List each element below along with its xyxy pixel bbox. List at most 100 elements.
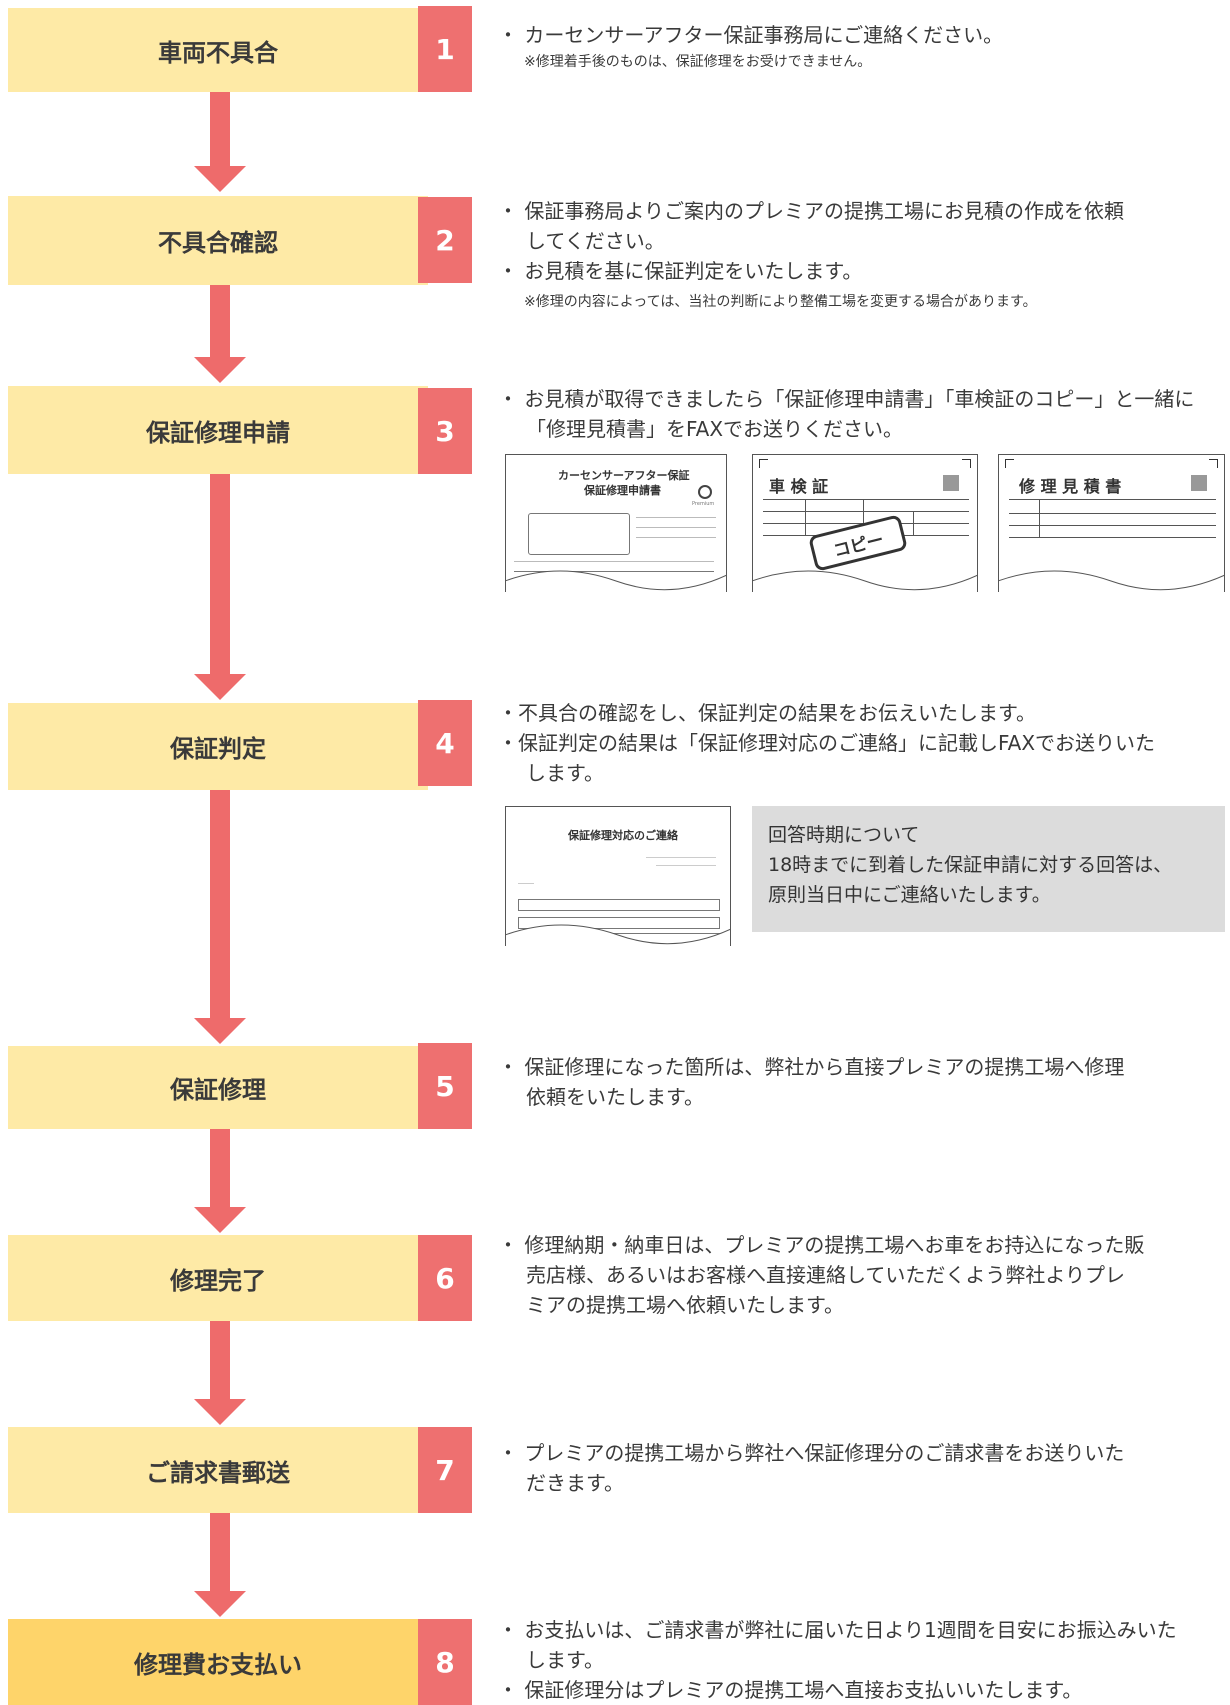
table-line: [763, 511, 969, 512]
table-line: [1009, 499, 1216, 500]
step-3-description: ・ お見積が取得できましたら「保証修理申請書」「車検証のコピー」と一緒に 「修理…: [498, 384, 1228, 444]
reply-timing-line: 原則当日中にご連絡いたします。: [768, 884, 1051, 906]
description-line: します。: [526, 1648, 604, 1672]
flow-connector-4: [210, 790, 230, 1020]
step-label: 車両不具合: [158, 38, 278, 67]
repair-estimate-thumbnail: 修 理 見 積 書: [998, 454, 1225, 592]
application-form-title-1: カーセンサーアフター保証: [558, 469, 690, 482]
table-line: [1009, 537, 1216, 538]
table-line: [1039, 499, 1040, 537]
step-number-6: 6: [418, 1235, 472, 1321]
flow-connector-1: [210, 92, 230, 168]
vehicle-inspection-copy-thumbnail: 車 検 証 コピー: [752, 454, 978, 592]
description-line: だきます。: [526, 1471, 624, 1495]
description-line: ・ 保証事務局よりご案内のプレミアの提携工場にお見積の作成を依頼: [498, 199, 1124, 223]
torn-edge: [506, 924, 730, 946]
step-box-5: 保証修理: [8, 1046, 428, 1129]
table-line: [1009, 525, 1216, 526]
step-label: 保証判定: [170, 735, 266, 763]
brand-mark: Premium: [692, 501, 715, 507]
gray-square: [943, 475, 959, 491]
table-line: [913, 511, 914, 535]
flow-arrow-7: [194, 1591, 246, 1617]
flow-arrow-6: [194, 1399, 246, 1425]
step-number-3: 3: [418, 388, 472, 474]
description-line: ・ お見積が取得できましたら「保証修理申請書」「車検証のコピー」と一緒に: [498, 387, 1195, 411]
corner-mark: [759, 459, 768, 468]
description-line: 「修理見積書」をFAXでお送りください。: [526, 417, 904, 441]
warranty-notice-thumbnail: 保証修理対応のご連絡: [505, 806, 731, 946]
form-line: [636, 537, 716, 538]
torn-edge: [506, 570, 726, 592]
description-note: ※修理の内容によっては、当社の判断により整備工場を変更する場合があります。: [524, 294, 1037, 310]
form-line: [636, 517, 716, 518]
flow-connector-2: [210, 285, 230, 359]
flow-arrow-2: [194, 357, 246, 383]
flow-connector-5: [210, 1129, 230, 1209]
form-line: [636, 527, 716, 528]
flow-arrow-5: [194, 1207, 246, 1233]
reply-timing-line: 18時までに到着した保証申請に対する回答は、: [768, 854, 1173, 876]
corner-mark: [962, 459, 971, 468]
description-line: ・ プレミアの提携工場から弊社へ保証修理分のご請求書をお送りいた: [498, 1441, 1125, 1465]
flow-connector-6: [210, 1321, 230, 1401]
application-form-thumbnail: カーセンサーアフター保証 保証修理申請書 Premium: [505, 454, 727, 592]
table-line: [1009, 513, 1216, 514]
description-line: ・ お見積を基に保証判定をいたします。: [498, 259, 863, 283]
magnifier-icon: [698, 485, 712, 499]
application-form-title-2: 保証修理申請書: [584, 484, 661, 497]
table-line: [863, 499, 864, 523]
step-label: 保証修理申請: [146, 418, 290, 447]
gray-square: [1191, 475, 1207, 491]
step-box-4: 保証判定: [8, 703, 428, 790]
notice-table-row: [518, 917, 720, 929]
text-line: [518, 883, 534, 884]
step-number-7: 7: [418, 1427, 472, 1513]
step-number-5: 5: [418, 1043, 472, 1129]
description-line: 売店様、あるいはお客様へ直接連絡していただくよう弊社よりプレ: [526, 1263, 1125, 1287]
text-line: [656, 865, 716, 866]
step-label: 不具合確認: [158, 229, 278, 257]
description-line: ・不具合の確認をし、保証判定の結果をお伝えいたします。: [498, 701, 1036, 725]
step-box-6: 修理完了: [8, 1235, 428, 1321]
step-box-8: 修理費お支払い: [8, 1619, 428, 1705]
step-7-description: ・ プレミアの提携工場から弊社へ保証修理分のご請求書をお送りいた だきます。: [498, 1438, 1228, 1498]
form-field-box: [528, 513, 630, 555]
table-line: [805, 499, 806, 535]
step-label: 修理完了: [170, 1266, 266, 1295]
flow-arrow-1: [194, 166, 246, 192]
form-line: [514, 571, 714, 572]
description-line: ミアの提携工場へ依頼いたします。: [526, 1293, 844, 1317]
description-line: してください。: [526, 229, 665, 253]
step-1-description: ・ カーセンサーアフター保証事務局にご連絡ください。 ※修理着手後のものは、保証…: [498, 20, 1228, 74]
flow-connector-7: [210, 1513, 230, 1593]
step-number-2: 2: [418, 197, 472, 283]
description-line: ・ カーセンサーアフター保証事務局にご連絡ください。: [498, 23, 1004, 47]
flow-connector-3: [210, 474, 230, 676]
reply-timing-heading: 回答時期について: [768, 824, 920, 846]
table-line: [763, 499, 969, 500]
torn-edge: [999, 570, 1224, 592]
step-2-description: ・ 保証事務局よりご案内のプレミアの提携工場にお見積の作成を依頼 してください。…: [498, 196, 1228, 314]
description-line: ・ お支払いは、ご請求書が弊社に届いた日より1週間を目安にお振込みいた: [498, 1618, 1177, 1642]
reply-timing-note: 回答時期について 18時までに到着した保証申請に対する回答は、 原則当日中にご連…: [752, 806, 1225, 932]
step-4-description: ・不具合の確認をし、保証判定の結果をお伝えいたします。 ・保証判定の結果は「保証…: [498, 698, 1228, 788]
step-box-2: 不具合確認: [8, 196, 428, 285]
step-box-3: 保証修理申請: [8, 386, 428, 474]
description-note: ※修理着手後のものは、保証修理をお受けできません。: [524, 54, 872, 70]
description-line: します。: [526, 761, 604, 785]
form-line: [514, 561, 714, 562]
step-8-description: ・ お支払いは、ご請求書が弊社に届いた日より1週間を目安にお振込みいた します。…: [498, 1615, 1228, 1705]
step-number-8: 8: [418, 1619, 472, 1705]
step-label: 保証修理: [170, 1076, 266, 1104]
repair-estimate-title: 修 理 見 積 書: [1019, 477, 1122, 496]
description-line: ・ 保証修理分はプレミアの提携工場へ直接お支払いいたします。: [498, 1678, 1083, 1702]
step-label: ご請求書郵送: [146, 1458, 290, 1487]
step-number-4: 4: [418, 700, 472, 786]
step-label: 修理費お支払い: [134, 1650, 302, 1679]
step-6-description: ・ 修理納期・納車日は、プレミアの提携工場へお車をお持込になった販 売店様、ある…: [498, 1230, 1228, 1320]
description-line: ・ 保証修理になった箇所は、弊社から直接プレミアの提携工場へ修理: [498, 1055, 1125, 1079]
notice-table-row: [518, 899, 720, 911]
corner-mark: [1209, 459, 1218, 468]
step-box-1: 車両不具合: [8, 8, 428, 92]
